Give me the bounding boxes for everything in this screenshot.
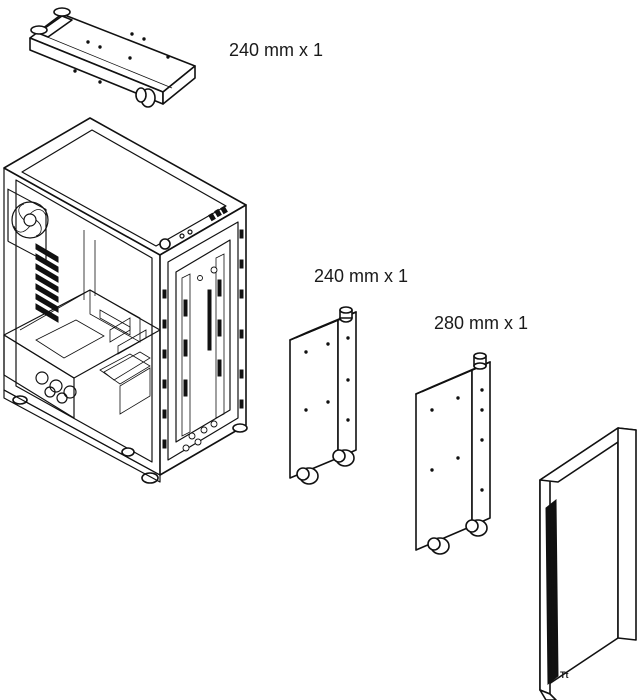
- pc-case: [3, 117, 248, 484]
- front-radiator-240-label: 240 mm x 1: [314, 266, 409, 286]
- front-panel-strip-notches: [547, 525, 557, 651]
- front-radiator-280: [415, 352, 491, 555]
- top-radiator-label: 240 mm x 1: [229, 40, 324, 60]
- front-radiator-280-label: 280 mm x 1: [434, 313, 529, 333]
- front-radiator-240: [289, 306, 357, 485]
- front-panel: [539, 427, 637, 700]
- rear-fan: [7, 188, 49, 263]
- front-panel-logo: Tt: [560, 670, 569, 680]
- top-radiator-240: [29, 7, 196, 108]
